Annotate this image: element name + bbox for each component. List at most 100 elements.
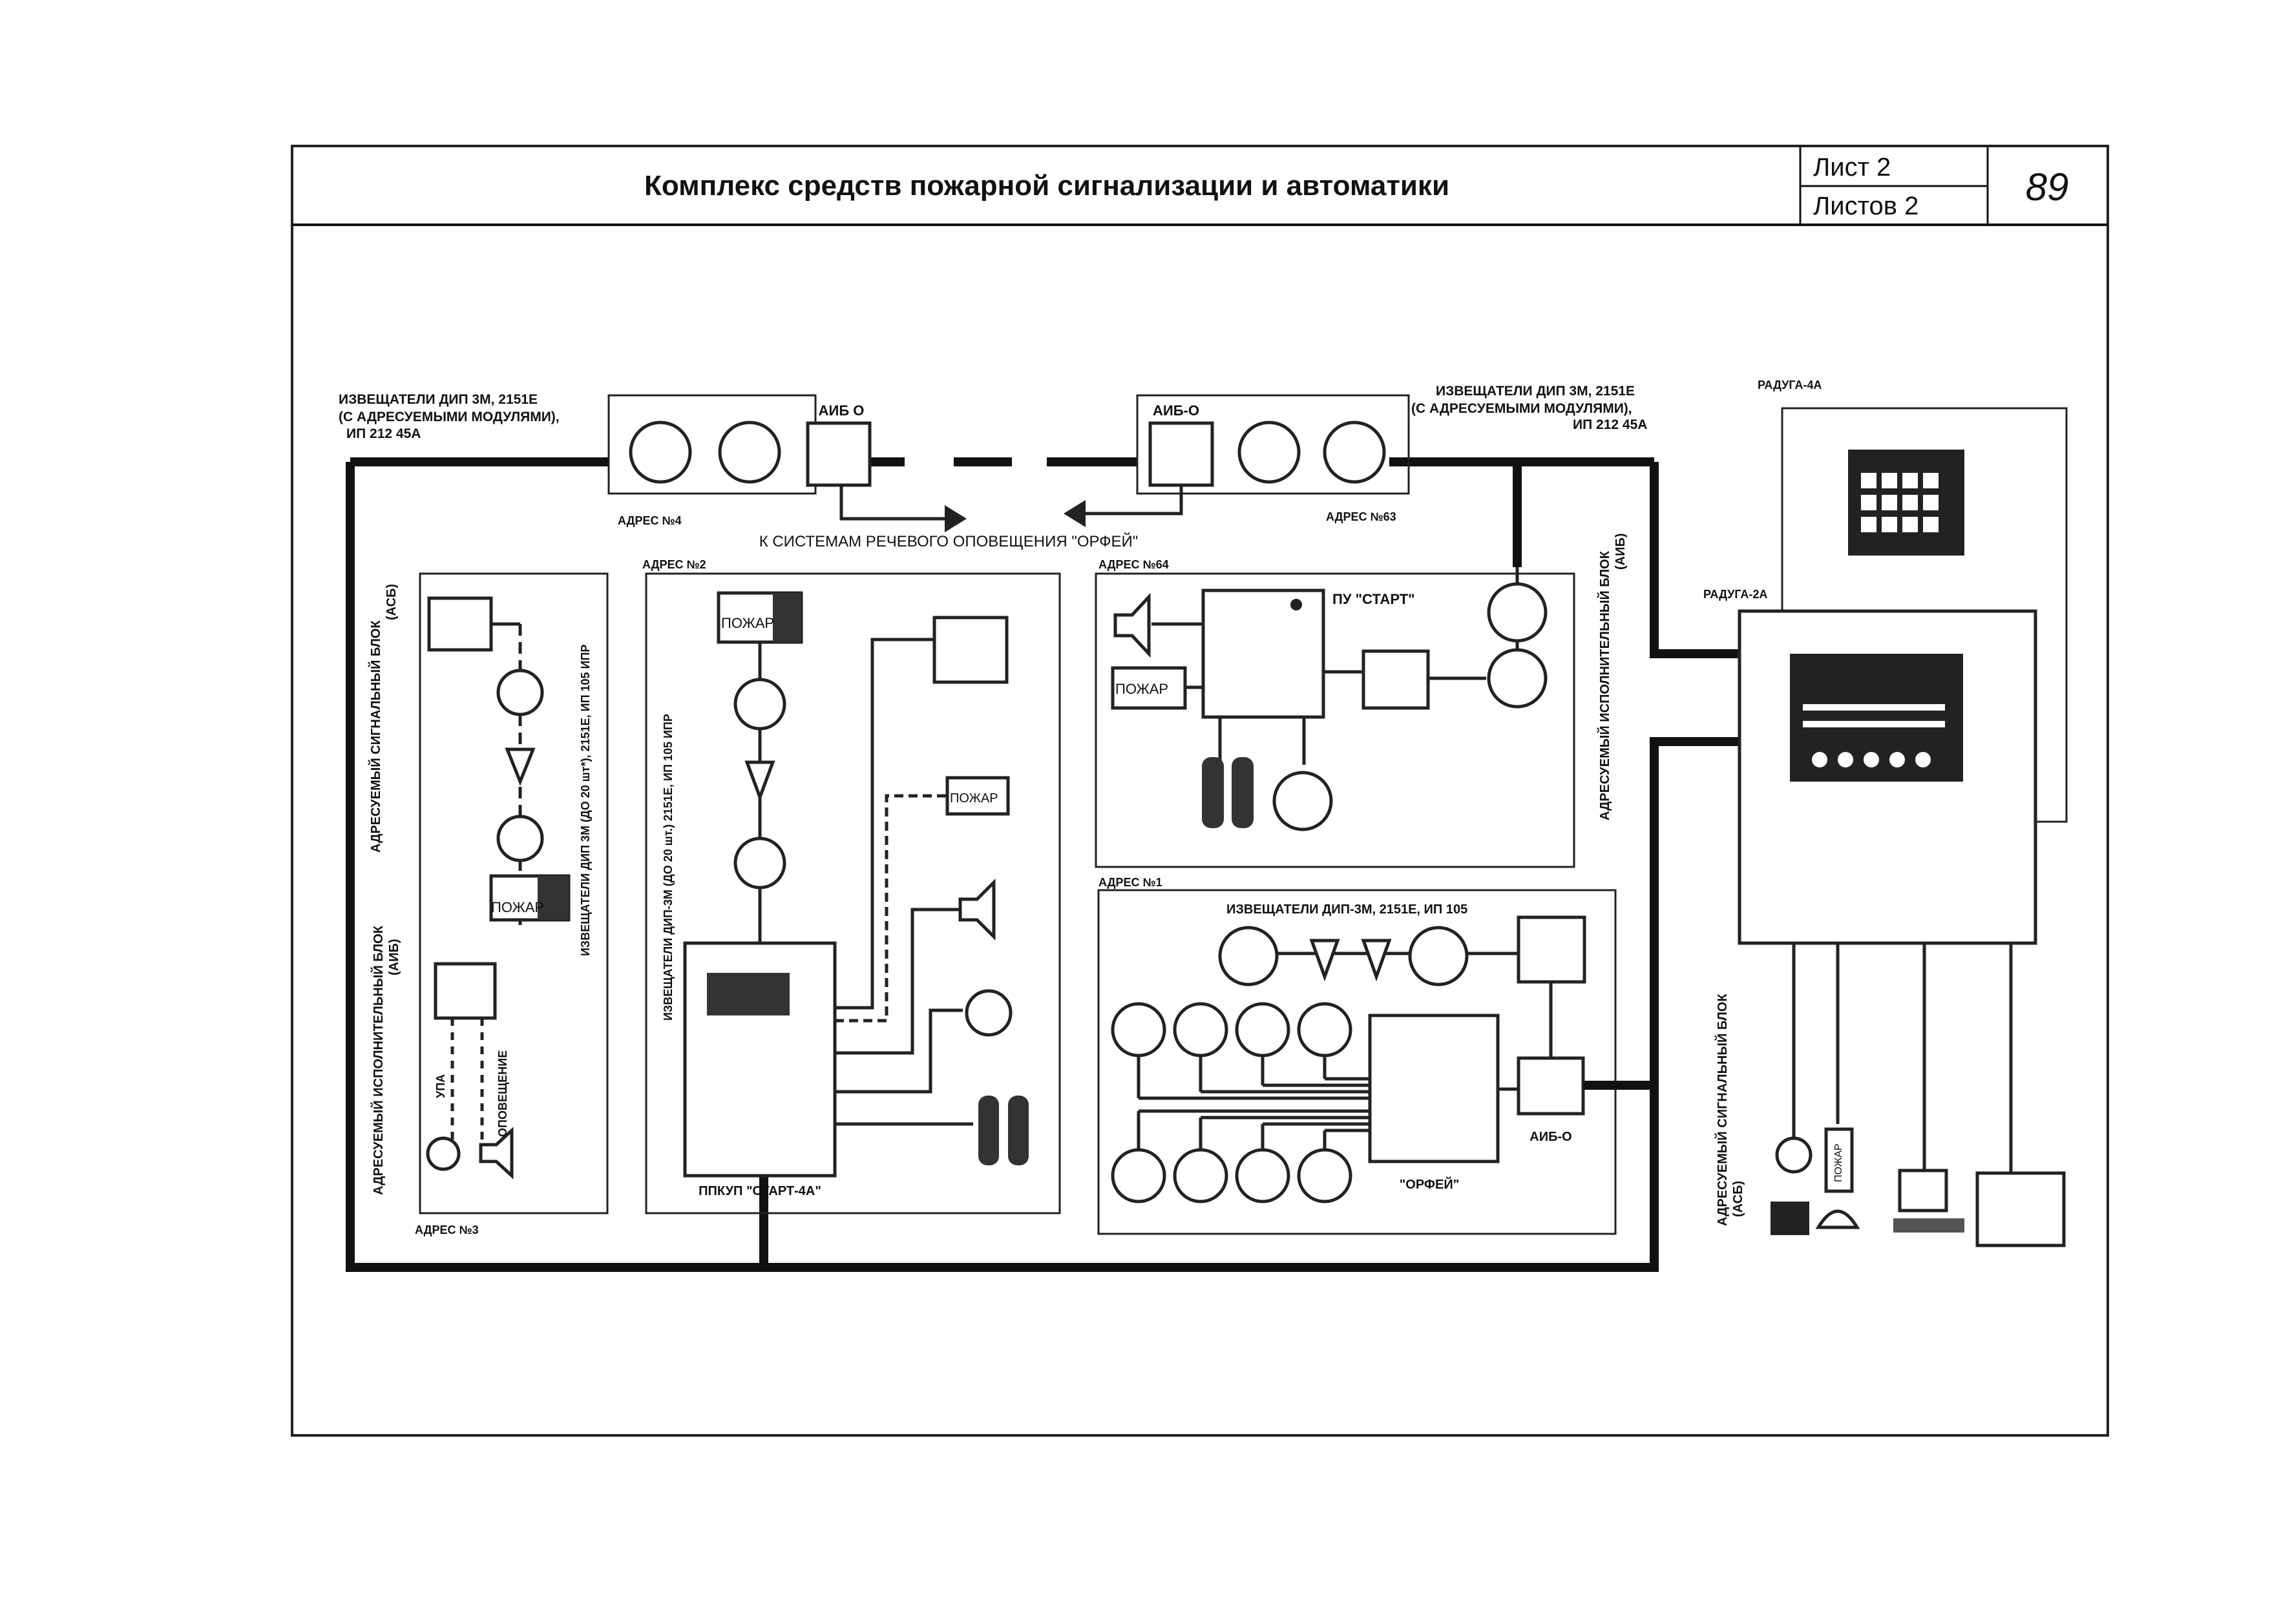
detectors-left-label: ИЗВЕЩАТЕЛИ ДИП 3М, 2151Е (С АДРЕСУЕМЫМИ … [339, 392, 560, 441]
detector-icon [496, 815, 544, 862]
addr63-box [1136, 394, 1410, 495]
addr63-label: АДРЕС №63 [1326, 510, 1396, 523]
bus-to-radouga2a [1650, 462, 1740, 658]
notification-label: ОПОВЕЩЕНИЕ [496, 1050, 509, 1137]
detector-icon [1408, 926, 1469, 986]
aib-o-left-label: АИБ О [819, 402, 865, 419]
gas-cylinder-icon [1232, 757, 1254, 828]
fire-sign-addr2-label: ПОЖАР [721, 615, 774, 631]
module-box-addr1 [1517, 915, 1586, 984]
detector-icon [1487, 582, 1548, 643]
asb-right-label: АДРЕСУЕМЫЙ СИГНАЛЬНЫЙ БЛОК (АСБ) [1714, 994, 1745, 1226]
aib-block-left [434, 962, 497, 1020]
addr64-box [1095, 572, 1575, 868]
pu-start-label: ПУ "СТАРТ" [1332, 591, 1415, 607]
fire-sign-addr64-label: ПОЖАР [1115, 681, 1168, 697]
sign-board-icon [932, 616, 1009, 684]
sheets-label: Листов 2 [1813, 192, 1918, 220]
fan-icon [965, 989, 1013, 1037]
detector-icon [1487, 648, 1548, 709]
detectors-addr1-label: ИЗВЕЩАТЕЛИ ДИП-3М, 2151Е, ИП 105 [1226, 902, 1467, 917]
computer-icon [1898, 1169, 1948, 1213]
detectors-vert-left: ИЗВЕЩАТЕЛИ ДИП 3М (ДО 20 шт*), 2151Е, ИП… [579, 645, 592, 956]
svg-text:ИП 212 45А: ИП 212 45А [346, 426, 421, 441]
sheet-frame [291, 145, 2109, 1437]
sheet-title: Комплекс средств пожарной сигнализации и… [644, 170, 1449, 202]
svg-text:(АИБ): (АИБ) [1614, 533, 1628, 570]
speaker-row-bottom [1111, 1148, 1352, 1203]
gas-cylinder-icon [978, 1096, 999, 1165]
addr64-label: АДРЕС №64 [1098, 558, 1169, 571]
fire-sign-board-label: ПОЖАР [950, 791, 998, 806]
fire-printer-icon [1824, 1127, 1854, 1193]
svg-text:ИЗВЕЩАТЕЛИ ДИП 3М, 2151Е: ИЗВЕЩАТЕЛИ ДИП 3М, 2151Е [339, 392, 538, 407]
detector-icon [1218, 926, 1279, 986]
radouga2a-label: РАДУГА-2А [1703, 588, 1767, 601]
arrow-to-orfei-right [1086, 486, 1183, 515]
svg-text:(АСБ): (АСБ) [384, 584, 399, 620]
orfei-unit [1368, 1014, 1500, 1163]
detector-icon [629, 421, 692, 484]
ppkup-label: ППКУП "СТАРТ-4А" [699, 1184, 821, 1198]
module-box-addr64 [1361, 649, 1430, 710]
detector-icon [1237, 421, 1301, 484]
manual-callpoint-icon [505, 747, 536, 786]
asb-block-left [427, 596, 493, 652]
page-number: 89 [2026, 165, 2069, 209]
speaker-icon [1113, 592, 1151, 658]
arrow-to-orfei-left [839, 486, 945, 521]
fire-sign-board [945, 776, 1010, 816]
orfei-label: "ОРФЕЙ" [1400, 1176, 1459, 1192]
detectors-right-label: ИЗВЕЩАТЕЛИ ДИП 3М, 2151Е (С АДРЕСУЕМЫМИ … [1411, 384, 1647, 432]
speaker-icon [958, 878, 996, 941]
addr4-label: АДРЕС №4 [618, 514, 682, 527]
svg-text:(С АДРЕСУЕМЫМИ МОДУЛЯМИ),: (С АДРЕСУЕМЫМИ МОДУЛЯМИ), [339, 410, 560, 424]
siren-base-icon [1771, 1202, 1809, 1235]
addr2-label: АДРЕС №2 [642, 558, 706, 571]
aib-o-addr1 [1517, 1056, 1585, 1116]
addr3-box [419, 572, 609, 1214]
svg-text:(АСБ): (АСБ) [1731, 1181, 1745, 1217]
aib-left-label: АДРЕСУЕМЫЙ ИСПОЛНИТЕЛЬНЫЙ БЛОК (АИБ) [370, 925, 401, 1195]
bell-icon [1815, 1209, 1860, 1229]
manual-callpoint-icon [744, 760, 775, 802]
aib-right-label: АДРЕСУЕМЫЙ ИСПОЛНИТЕЛЬНЫЙ БЛОК (АИБ) [1597, 533, 1628, 820]
svg-text:АДРЕСУЕМЫЙ ИСПОЛНИТЕЛЬНЫЙ БЛОК: АДРЕСУЕМЫЙ ИСПОЛНИТЕЛЬНЫЙ БЛОК [370, 925, 386, 1195]
upa-label: УПА [434, 1074, 447, 1098]
aib-o-left-module [806, 421, 872, 487]
gas-cylinder-icon [1202, 757, 1224, 828]
radouga4a-label: РАДУГА-4А [1758, 379, 1822, 391]
svg-text:ИЗВЕЩАТЕЛИ ДИП 3М, 2151Е: ИЗВЕЩАТЕЛИ ДИП 3М, 2151Е [1436, 384, 1635, 399]
svg-text:АДРЕСУЕМЫЙ СИГНАЛЬНЫЙ БЛОК: АДРЕСУЕМЫЙ СИГНАЛЬНЫЙ БЛОК [368, 620, 383, 853]
tool-panel-icon [1975, 1171, 2066, 1247]
manual-callpoint-icon [1309, 939, 1340, 982]
svg-text:АДРЕСУЕМЫЙ ИСПОЛНИТЕЛЬНЫЙ БЛОК: АДРЕСУЕМЫЙ ИСПОЛНИТЕЛЬНЫЙ БЛОК [1597, 550, 1612, 820]
addr1-box [1097, 889, 1617, 1235]
aib-o-addr1-label: АИБ-О [1529, 1130, 1571, 1144]
sheet-label: Лист 2 [1813, 153, 1891, 182]
fire-sign-left-label: ПОЖАР [491, 899, 544, 915]
aib-o-right-label: АИБ-О [1153, 402, 1199, 419]
addr3-label: АДРЕС №3 [415, 1223, 479, 1236]
fire-printer-label: ПОЖАР [1833, 1143, 1844, 1182]
speaker-row-top [1111, 1002, 1352, 1057]
gas-cylinder-icon [1008, 1096, 1029, 1165]
svg-text:ИП 212 45А: ИП 212 45А [1573, 417, 1647, 432]
addr2-box [645, 572, 1061, 1214]
manual-callpoint-icon [1361, 939, 1392, 982]
asb-left-label: АДРЕСУЕМЫЙ СИГНАЛЬНЫЙ БЛОК (АСБ) [368, 584, 399, 853]
svg-text:(С АДРЕСУЕМЫМИ МОДУЛЯМИ),: (С АДРЕСУЕМЫМИ МОДУЛЯМИ), [1411, 401, 1632, 416]
svg-text:АДРЕСУЕМЫЙ СИГНАЛЬНЫЙ БЛОК: АДРЕСУЕМЫЙ СИГНАЛЬНЫЙ БЛОК [1714, 994, 1730, 1226]
svg-text:(АИБ): (АИБ) [387, 939, 401, 975]
fan-icon [1272, 771, 1333, 831]
pu-start-panel [1201, 588, 1325, 719]
siren-valve-icon [426, 1136, 461, 1171]
aib-o-right-module [1148, 421, 1214, 487]
detector-icon [496, 669, 544, 716]
addr1-label: АДРЕС №1 [1098, 876, 1162, 889]
detector-icon [1323, 421, 1386, 484]
detector-icon [733, 837, 786, 890]
detector-icon [718, 421, 781, 484]
speaker-icon [479, 1127, 514, 1180]
